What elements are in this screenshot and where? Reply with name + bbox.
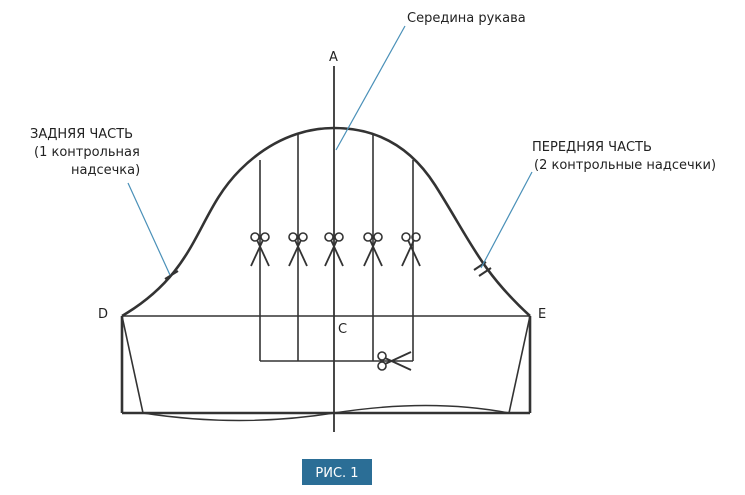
right-seam-taper <box>508 315 531 414</box>
sleeve-middle-leader <box>335 25 406 151</box>
back-part-label-line3: надсечка) <box>71 163 140 178</box>
back-part-leader <box>127 182 171 276</box>
left-seam-taper <box>121 315 144 414</box>
front-notch-mark <box>478 267 492 277</box>
front-part-leader <box>480 171 533 269</box>
point-e-label: E <box>538 307 546 322</box>
front-part-label-line2: (2 контрольные надсечки) <box>534 158 716 173</box>
point-d-label: D <box>98 307 108 322</box>
sleeve-cap-outline <box>121 126 531 318</box>
point-c-label: C <box>338 322 347 337</box>
sleeve-middle-label: Середина рукава <box>407 11 526 26</box>
front-part-label-line1: ПЕРЕДНЯЯ ЧАСТЬ <box>532 140 652 155</box>
caption-badge <box>302 459 372 485</box>
point-a-label: A <box>329 50 338 65</box>
scissors-icon <box>401 232 421 267</box>
back-part-label-line2: (1 контрольная <box>34 145 140 160</box>
caption-text: РИС. 1 <box>315 466 358 481</box>
back-part-label-line1: ЗАДНЯЯ ЧАСТЬ <box>30 127 133 142</box>
back-notch-mark <box>164 270 179 280</box>
